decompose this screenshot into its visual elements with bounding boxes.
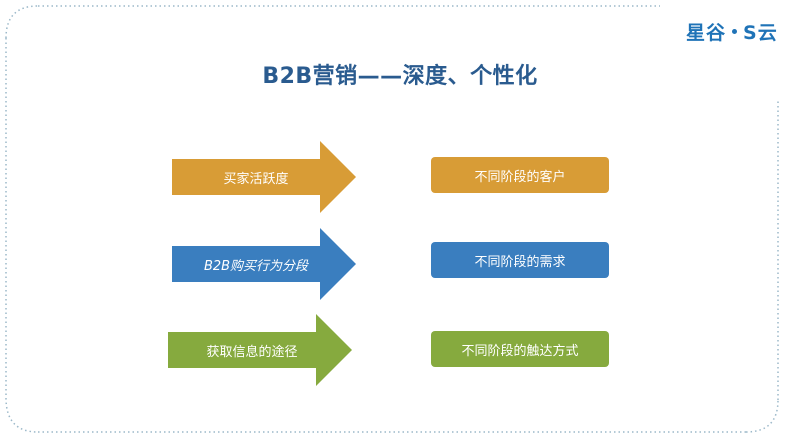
- arrow-label: 买家活跃度: [223, 171, 289, 187]
- arrow-label: 获取信息的途径: [206, 344, 298, 360]
- page-title: B2B营销——深度、个性化: [262, 64, 538, 89]
- arrow-label: B2B购买行为分段: [172, 228, 340, 300]
- arrow-label-text: B2B购买行为分段: [203, 258, 309, 274]
- logo-text: 星谷: [686, 22, 727, 44]
- brand-logo: 星谷 S云: [686, 18, 778, 45]
- arrow-b2b-buying-segments: B2B购买行为分段: [172, 228, 360, 300]
- arrow-info-channels: 获取信息的途径: [168, 314, 356, 386]
- box-needs-by-stage: 不同阶段的需求: [431, 242, 609, 278]
- arrow-buyer-activity: 买家活跃度: [172, 141, 360, 213]
- logo-dot-icon: [732, 29, 738, 34]
- arrow-shape-icon: [168, 314, 352, 386]
- arrow-shape-icon: [172, 141, 356, 213]
- logo-brand: S云: [743, 22, 778, 44]
- box-touchpoints-by-stage: 不同阶段的触达方式: [431, 331, 609, 367]
- box-customers-by-stage: 不同阶段的客户: [431, 157, 609, 193]
- arrow-shape-icon: [172, 228, 356, 300]
